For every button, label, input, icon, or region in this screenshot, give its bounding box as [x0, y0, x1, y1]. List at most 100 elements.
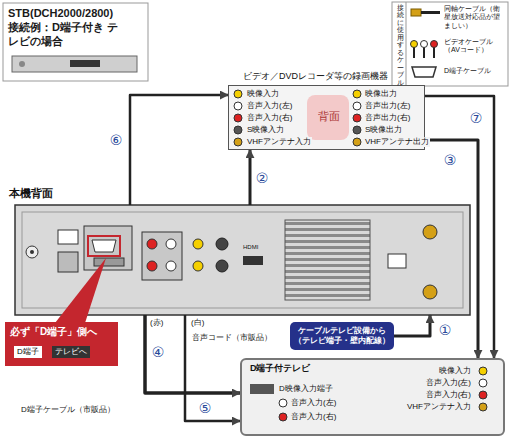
legend-heading: 接続に使用するケーブル	[396, 4, 405, 86]
part-label: 映像入力	[438, 366, 472, 376]
illustration-shape	[479, 403, 487, 411]
illustration-shape	[388, 254, 406, 268]
illustration-shape	[243, 256, 263, 265]
part-label: S映像出力	[364, 125, 403, 135]
part-label: 音声出力(右)	[364, 113, 411, 123]
illustration-shape	[234, 90, 242, 98]
part-label: D映像入力端子	[278, 384, 334, 394]
part-label: D端子	[14, 346, 42, 358]
part-label: HDMI	[242, 244, 259, 251]
part-label: (赤)	[149, 318, 164, 328]
illustration-shape	[250, 384, 274, 394]
node-heading: 本機背面	[7, 187, 55, 200]
callout-number: ③	[441, 151, 459, 169]
illustration-shape	[94, 258, 124, 266]
illustration-shape	[234, 138, 242, 146]
callout-number: ④	[149, 343, 167, 361]
callout-number: ⑤	[196, 399, 214, 417]
cable-connector	[425, 140, 478, 358]
illustration-shape	[412, 67, 436, 77]
illustration-shape	[216, 238, 228, 250]
illustration-shape	[241, 359, 504, 435]
illustration-shape	[431, 41, 438, 48]
node-heading: ケーブルテレビ設備から（テレビ端子・壁内配線）	[294, 326, 390, 346]
illustration-shape	[421, 41, 428, 48]
illustration-shape	[392, 2, 508, 86]
callout-number: ①	[436, 321, 454, 339]
illustration-shape	[3, 3, 148, 81]
illustration-shape	[166, 261, 176, 271]
part-label: 音声出力(左)	[364, 101, 411, 111]
illustration-shape	[26, 246, 38, 258]
illustration-shape	[479, 391, 487, 399]
illustration-shape	[19, 61, 25, 67]
illustration-shape	[353, 102, 361, 110]
part-label: VHFアンテナ出力	[364, 137, 430, 147]
illustration-shape	[479, 379, 487, 387]
illustration-shape	[285, 220, 370, 300]
illustration-shape	[234, 114, 242, 122]
illustration-shape	[216, 260, 228, 272]
part-label: 音声入力(右)	[246, 113, 293, 123]
part-label: 音声入力(左)	[246, 101, 293, 111]
cable-connector	[145, 315, 240, 393]
illustration-shape	[166, 239, 176, 249]
illustration-shape	[147, 261, 157, 271]
part-label: 音声コード（市販品）	[191, 333, 273, 343]
illustration-shape	[193, 261, 203, 271]
illustration-shape	[353, 90, 361, 98]
illustration-shape	[58, 230, 78, 244]
illustration-shape	[84, 226, 132, 270]
part-label: (白)	[190, 318, 205, 328]
illustration-shape	[92, 240, 116, 252]
illustration-shape	[423, 285, 437, 299]
illustration-shape	[423, 225, 437, 239]
title-text: STB(DCH2000/2800) 接続例：D端子付き テレビの場合	[8, 7, 120, 48]
illustration-shape	[234, 126, 242, 134]
part-label: 音声入力(右)	[290, 412, 337, 422]
part-label: 映像入力	[246, 89, 280, 99]
callout-number: ②	[253, 169, 271, 187]
cable-source-box: ケーブルテレビ設備から（テレビ端子・壁内配線）	[290, 322, 394, 350]
illustration-shape	[279, 399, 287, 407]
part-label: VHFアンテナ入力	[406, 402, 472, 412]
cable-connector	[394, 315, 430, 336]
legend-text: D端子ケーブル	[444, 67, 506, 75]
illustration-shape	[307, 95, 349, 140]
illustration-shape	[353, 126, 361, 134]
cable-connector	[130, 95, 228, 205]
illustration-shape	[421, 11, 440, 14]
part-label: S映像入力	[246, 125, 285, 135]
part-label: 音声入力(左)	[290, 398, 337, 408]
node-heading: 必ず「D端子」側へ	[10, 326, 113, 339]
illustration-shape	[58, 252, 78, 272]
warning-callout: 必ず「D端子」側へ	[5, 322, 118, 366]
callout-number: ⑥	[107, 131, 125, 149]
part-label: 背面	[317, 110, 341, 123]
illustration-shape	[147, 239, 157, 249]
illustration-shape	[142, 232, 182, 280]
illustration-shape	[411, 9, 421, 16]
illustration-shape	[279, 413, 287, 421]
legend-text: ビデオケーブル（AVコード）	[444, 38, 506, 55]
illustration-shape	[406, 2, 407, 86]
cable-connector	[185, 315, 240, 421]
legend-text: 同軸ケーブル（衛星放送対応品が望ましい）	[444, 5, 506, 30]
part-label: 音声入力(左)	[425, 378, 472, 388]
part-label: テレビへ	[52, 346, 90, 358]
illustration-shape	[193, 239, 203, 249]
part-label: D端子ケーブル（市販品）	[20, 405, 116, 415]
illustration-shape	[88, 236, 120, 256]
part-label: VHFアンテナ入力	[246, 137, 312, 147]
node-heading: ビデオ／DVDレコーダ等の録画機器	[241, 71, 390, 82]
part-label: 音声入力(右)	[425, 390, 472, 400]
illustration-shape	[55, 258, 106, 323]
illustration-shape	[411, 41, 418, 48]
illustration-shape	[70, 60, 100, 67]
illustration-shape	[30, 250, 34, 254]
cable-connector	[425, 96, 494, 358]
illustration-shape	[12, 56, 137, 72]
